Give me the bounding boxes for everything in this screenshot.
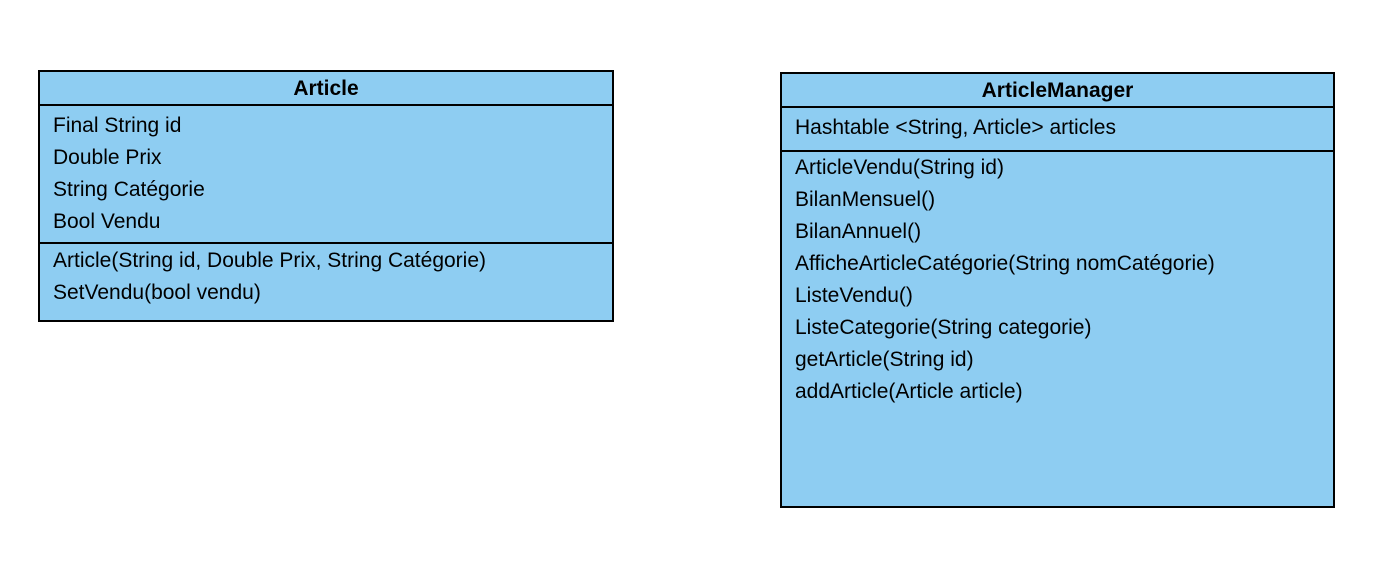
attributes-section: Hashtable <String, Article> articles [782,108,1333,152]
method: BilanMensuel() [795,188,936,211]
method: ListeCategorie(String categorie) [795,316,1092,339]
attribute: Double Prix [53,146,162,169]
uml-class-article-manager[interactable]: ArticleManager Hashtable <String, Articl… [780,72,1335,508]
attribute: Final String id [53,114,182,137]
methods-section: Article(String id, Double Prix, String C… [40,244,612,309]
attribute: String Catégorie [53,178,205,201]
method: Article(String id, Double Prix, String C… [53,249,487,272]
method: getArticle(String id) [795,348,974,371]
methods-section: ArticleVendu(String id) BilanMensuel() B… [782,152,1333,408]
attribute: Bool Vendu [53,210,161,233]
method: SetVendu(bool vendu) [53,281,261,304]
method: ArticleVendu(String id) [795,156,1004,179]
method: ListeVendu() [795,284,913,307]
attribute: Hashtable <String, Article> articles [795,116,1116,139]
class-name: Article [40,72,612,106]
method: BilanAnnuel() [795,220,922,243]
uml-class-article[interactable]: Article Final String id Double Prix Stri… [38,70,614,322]
method: AfficheArticleCatégorie(String nomCatégo… [795,252,1215,275]
attributes-section: Final String id Double Prix String Catég… [40,106,612,244]
class-name: ArticleManager [782,74,1333,108]
method: addArticle(Article article) [795,380,1023,403]
